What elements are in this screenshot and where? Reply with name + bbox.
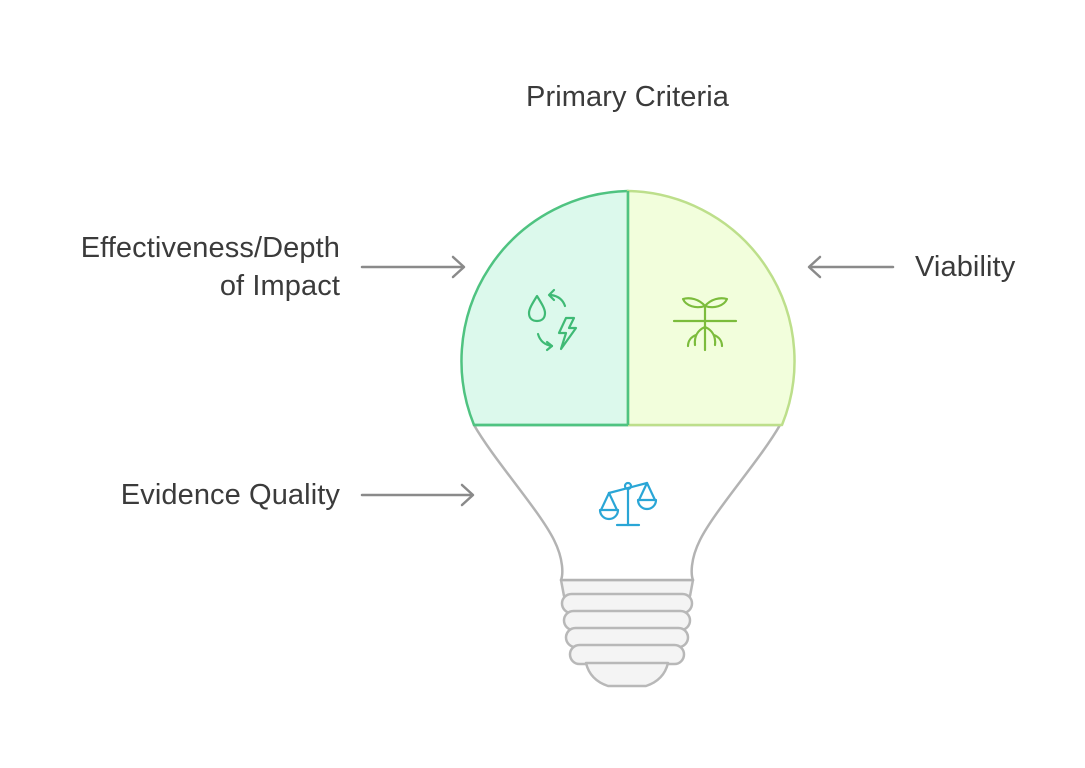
evidence-arrow bbox=[360, 483, 475, 507]
evidence-quality-label: Evidence Quality bbox=[120, 479, 340, 511]
diagram-title: Primary Criteria bbox=[526, 81, 729, 113]
viability-arrow bbox=[807, 255, 895, 279]
effectiveness-label: Effectiveness/Depth of Impact bbox=[81, 229, 340, 305]
thread-4 bbox=[568, 643, 686, 666]
viability-label: Viability bbox=[915, 251, 1016, 283]
sprout-roots-icon bbox=[672, 297, 738, 352]
bulb-base bbox=[559, 578, 695, 688]
effectiveness-arrow bbox=[360, 255, 466, 279]
bulb-tip bbox=[584, 661, 670, 688]
effectiveness-label-line1: Effectiveness/Depth bbox=[80, 232, 340, 264]
effectiveness-label-line2: of Impact bbox=[219, 270, 340, 302]
balance-scale-icon bbox=[598, 481, 658, 527]
water-energy-cycle-icon bbox=[527, 288, 578, 352]
